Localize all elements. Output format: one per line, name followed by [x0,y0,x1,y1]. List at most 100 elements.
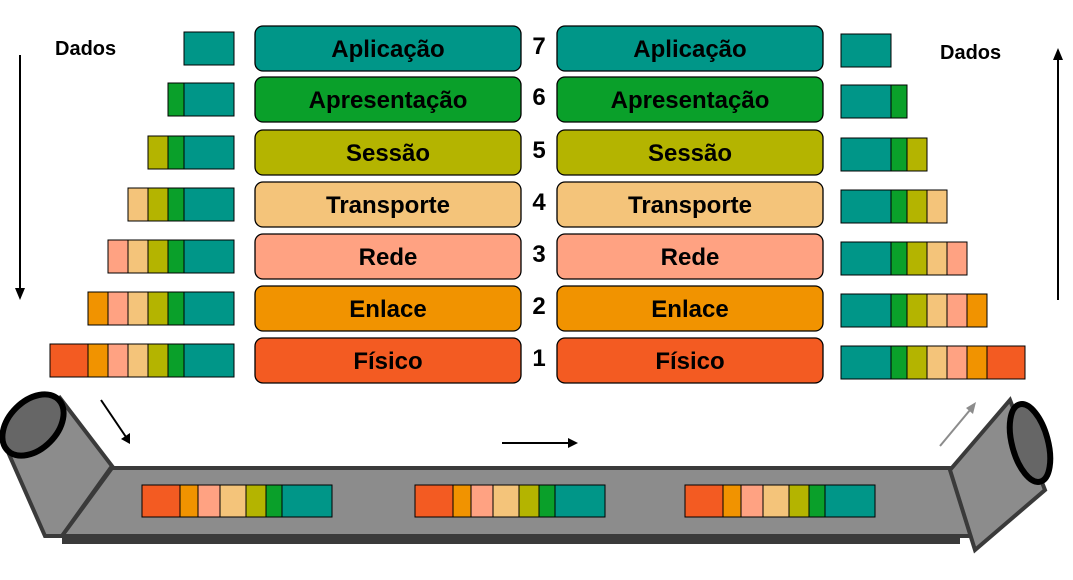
left-layer-box [254,285,522,332]
right-pdu-row [840,241,968,276]
pdu-header-segment [147,135,169,170]
left-layer-name: Enlace [349,296,426,323]
right-layer-2: Enlace [556,285,824,332]
pdu-header-segment [87,291,109,326]
frame-segment [762,484,790,518]
right-layer-6: Apresentação [556,76,824,123]
out-of-pipe-arrow [939,402,976,447]
pdu-data-segment [840,33,892,68]
left-layer-name: Transporte [326,192,450,219]
pdu-header-segment [926,293,948,328]
left-stack: AplicaçãoApresentaçãoSessãoTransporteRed… [254,25,522,384]
right-layer-box [556,25,824,72]
pdu-data-segment [183,82,235,117]
pdu-data-segment [840,241,892,276]
layer-number: 3 [532,241,545,268]
frame-segment [245,484,267,518]
pdu-header-segment [986,345,1026,380]
left-layer-name: Apresentação [309,87,468,114]
pdu-header-segment [127,291,149,326]
right-encapsulation-stack [840,33,1026,380]
pdu-header-segment [107,239,129,274]
right-layer-7: Aplicação [556,25,824,72]
left-pdu-row [49,343,235,378]
down-arrow [15,55,25,300]
left-layer-2: Enlace [254,285,522,332]
right-layer-5: Sessão [556,129,824,176]
right-layer-name: Rede [661,244,720,271]
frame-segment [824,484,876,518]
frame-segment [538,484,556,518]
right-layer-box [556,76,824,123]
pdu-header-segment [167,239,185,274]
pdu-data-segment [840,84,892,119]
pdu-data-segment [183,31,235,66]
pdu-header-segment [107,343,129,378]
up-arrow [1053,48,1063,300]
frame-segment [219,484,247,518]
pdu-header-segment [906,345,928,380]
pdu-data-segment [183,187,235,222]
left-layer-name: Aplicação [331,36,444,63]
left-pipe-opening [0,391,67,459]
into-pipe-arrow [100,399,130,444]
pdu-header-segment [926,189,948,224]
pdu-header-segment [906,137,928,172]
left-layer-name: Físico [353,348,422,375]
pdu-header-segment [167,82,185,117]
layer-number: 2 [532,293,545,320]
frame-segment [414,484,454,518]
right-layer-box [556,337,824,384]
pdu-header-segment [890,189,908,224]
layer-number: 6 [532,84,545,111]
frame-segment [141,484,181,518]
pdu-header-segment [966,293,988,328]
pdu-data-segment [183,291,235,326]
frame-segment [452,484,472,518]
frame-segment [554,484,606,518]
left-layer-box [254,129,522,176]
right-pipe-opening [1006,401,1054,485]
pdu-data-segment [840,293,892,328]
left-layer-box [254,76,522,123]
right-pdu-row [840,84,908,119]
right-pdu-row [840,33,892,68]
pdu-header-segment [926,345,948,380]
pdu-header-segment [127,239,149,274]
pdu-header-segment [966,345,988,380]
layer-number: 4 [532,189,546,216]
pipe-frame [684,484,876,518]
left-data-label: Dados [55,38,116,60]
layer-number: 1 [532,345,545,372]
frame-segment [470,484,494,518]
frame-segment [492,484,520,518]
pdu-data-segment [183,239,235,274]
pdu-header-segment [107,291,129,326]
pipe-frame [414,484,606,518]
pdu-header-segment [167,291,185,326]
right-layer-name: Aplicação [633,36,746,63]
right-layer-name: Transporte [628,192,752,219]
right-layer-4: Transporte [556,181,824,228]
right-layer-box [556,285,824,332]
physical-medium-pipe [0,391,1054,554]
left-layer-5: Sessão [254,129,522,176]
left-layer-6: Apresentação [254,76,522,123]
left-pdu-row [147,135,235,170]
left-pdu-row [183,31,235,66]
left-layer-box [254,181,522,228]
pdu-header-segment [906,293,928,328]
right-layer-name: Apresentação [611,87,770,114]
left-layer-name: Sessão [346,140,430,167]
left-pdu-row [167,82,235,117]
pdu-header-segment [147,343,169,378]
left-layer-7: Aplicação [254,25,522,72]
frame-segment [684,484,724,518]
pdu-header-segment [167,343,185,378]
pdu-data-segment [840,137,892,172]
left-layer-1: Físico [254,337,522,384]
right-layer-name: Físico [655,348,724,375]
right-layer-name: Enlace [651,296,728,323]
pdu-header-segment [926,241,948,276]
pdu-header-segment [147,239,169,274]
